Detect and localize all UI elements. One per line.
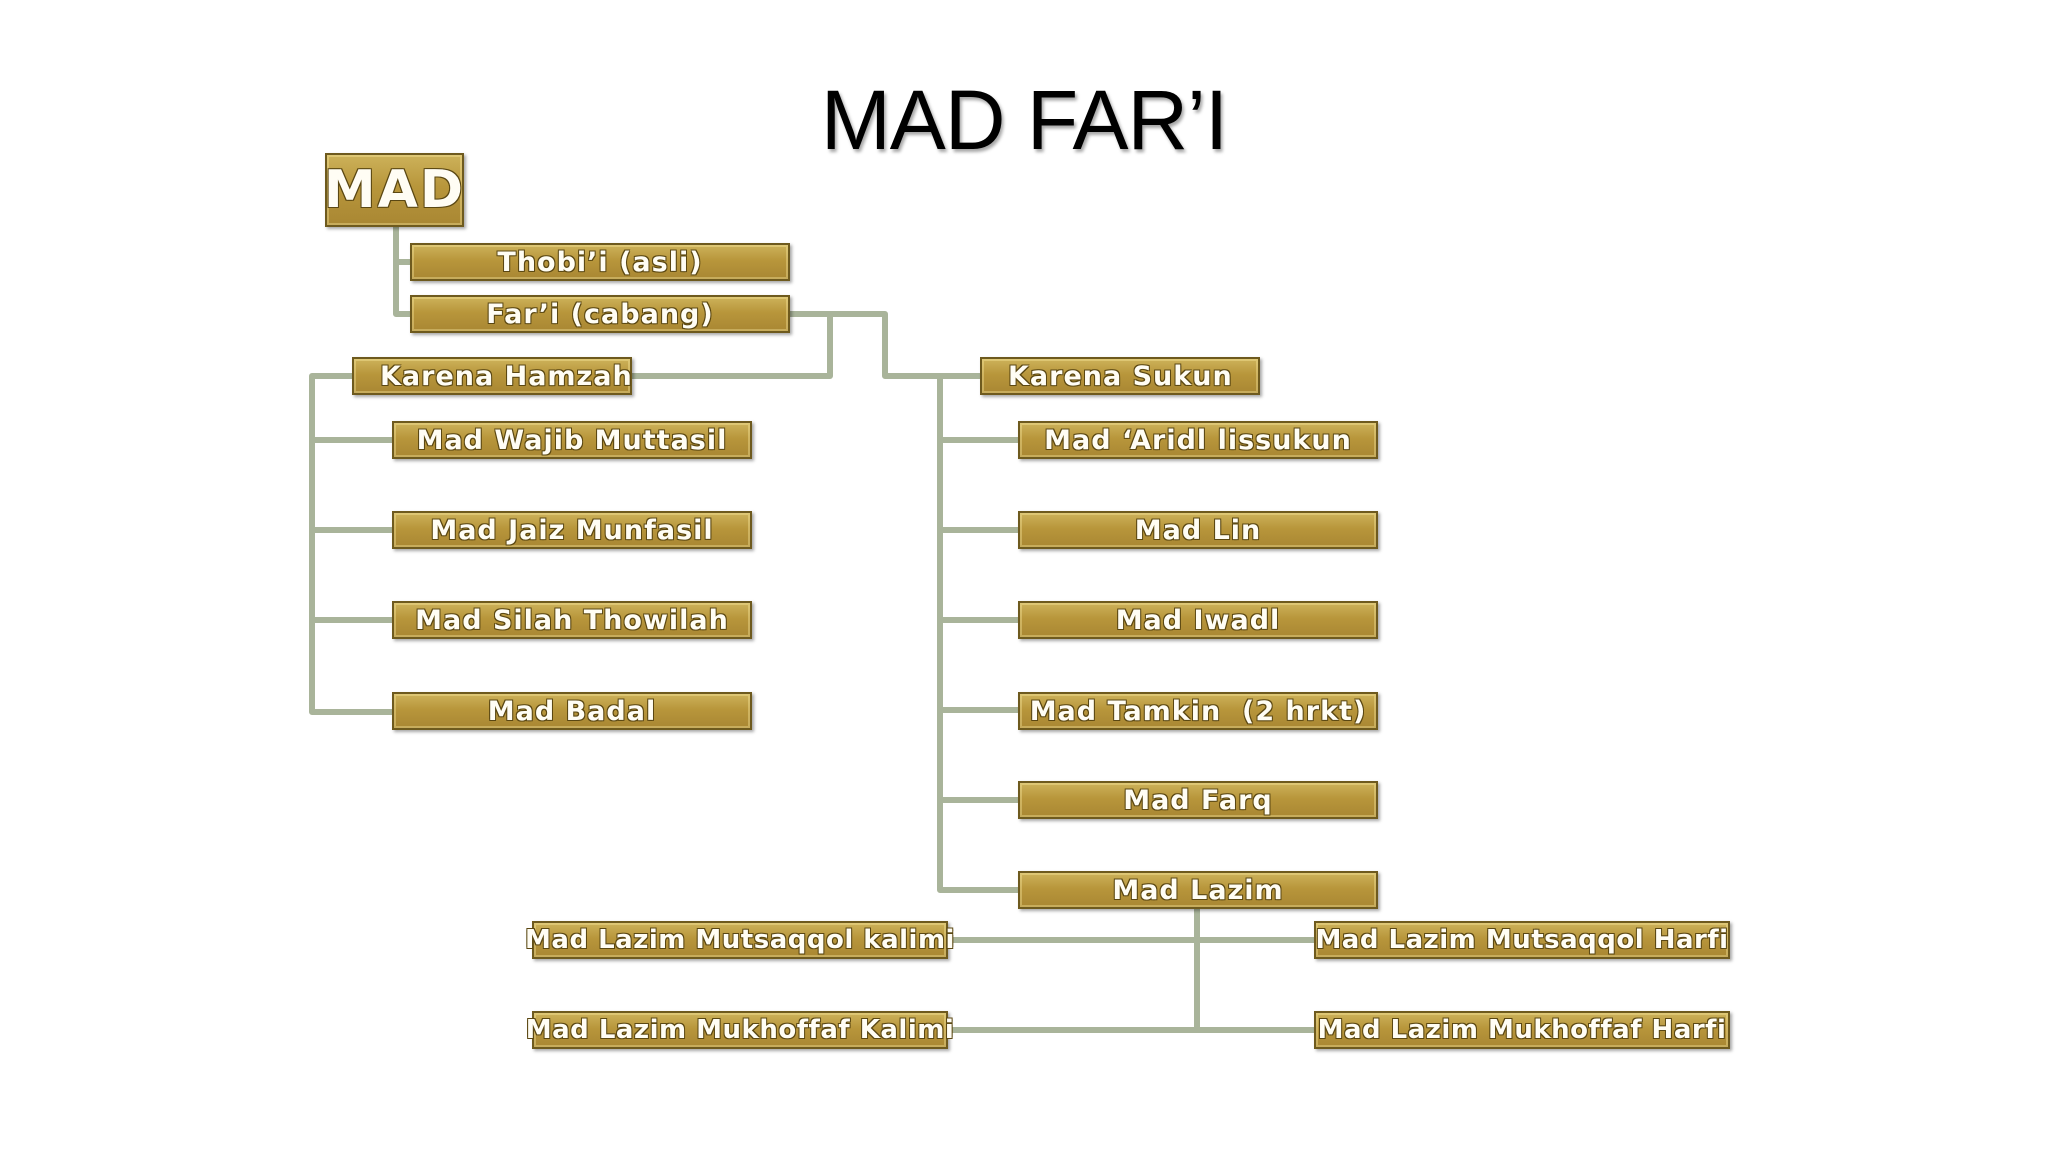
connector-fari-sukun <box>830 311 980 379</box>
node-karena-sukun: Karena Sukun <box>980 357 1260 395</box>
node-thobii: Thobi’i (asli) <box>410 243 790 281</box>
node-mad-lazim-mutsaqqol-harfi: Mad Lazim Mutsaqqol Harfi <box>1314 921 1730 959</box>
node-mad-aridl-lissukun: Mad ‘Aridl lissukun <box>1018 421 1378 459</box>
connector-fari-hamzah <box>632 311 833 379</box>
node-mad-badal: Mad Badal <box>392 692 752 730</box>
node-mad-wajib-muttasil: Mad Wajib Muttasil <box>392 421 752 459</box>
node-mad-tamkin: Mad Tamkin (2 hrkt) <box>1018 692 1378 730</box>
node-mad-root: MAD <box>324 153 464 227</box>
node-mad-lazim: Mad Lazim <box>1018 871 1378 909</box>
connector-mad-thobii <box>393 226 410 265</box>
node-mad-silah-thowilah: Mad Silah Thowilah <box>392 601 752 639</box>
connector-sukun-bracket <box>937 373 1018 893</box>
node-mad-lazim-mukhoffaf-kalimi: Mad Lazim Mukhoffaf Kalimi <box>526 1011 954 1049</box>
connector-mad-fari <box>393 262 410 317</box>
node-mad-lin: Mad Lin <box>1018 511 1378 549</box>
slide-title: MAD FAR’I <box>820 73 1228 167</box>
node-fari: Far’i (cabang) <box>410 295 790 333</box>
node-karena-hamzah: Karena Hamzah <box>352 357 632 395</box>
node-mad-jaiz-munfasil: Mad Jaiz Munfasil <box>392 511 752 549</box>
connector-hamzah-bracket <box>309 373 392 715</box>
node-mad-iwadl: Mad Iwadl <box>1018 601 1378 639</box>
node-mad-farq: Mad Farq <box>1018 781 1378 819</box>
node-mad-lazim-mukhoffaf-harfi: Mad Lazim Mukhoffaf Harfi <box>1314 1011 1730 1049</box>
node-mad-lazim-mutsaqqol-kalimi: Mad Lazim Mutsaqqol kalimi <box>525 921 954 959</box>
